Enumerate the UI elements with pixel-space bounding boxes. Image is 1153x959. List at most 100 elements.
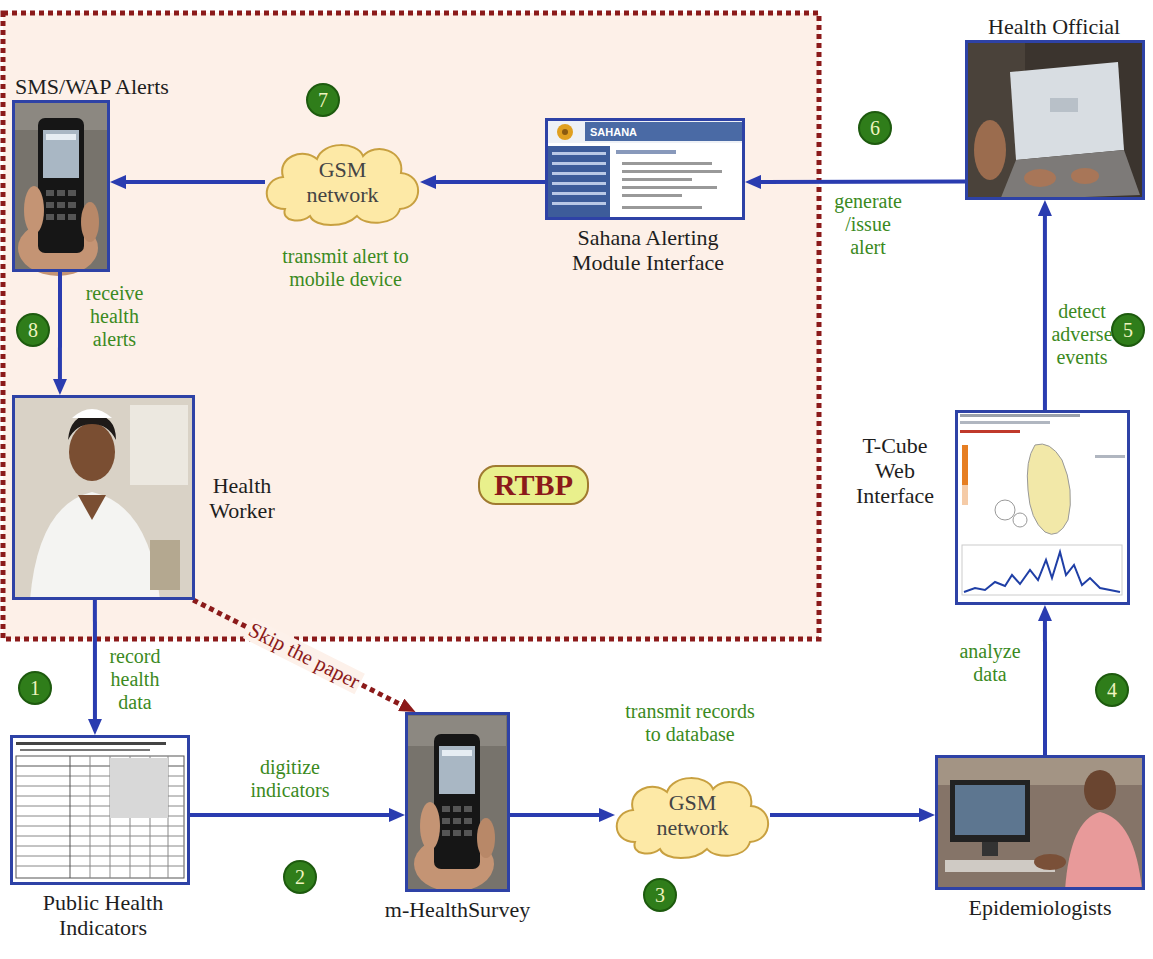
official-photo	[965, 40, 1145, 200]
picture-caption: m-HealthSurvey	[385, 897, 530, 922]
screenshot-picture	[557, 124, 573, 140]
phone-photo	[453, 818, 461, 824]
paper-form	[16, 756, 184, 878]
screenshot-picture	[552, 182, 606, 185]
phone-photo	[453, 806, 461, 812]
paper-form	[10, 735, 190, 885]
screenshot-picture	[548, 121, 742, 143]
phone-photo	[46, 202, 54, 208]
flow-arrow	[428, 180, 545, 184]
phone-photo	[420, 802, 440, 850]
picture-caption: SMS/WAP Alerts	[15, 74, 169, 99]
flow-arrow	[118, 180, 265, 184]
epidemiologist-photo	[1084, 770, 1116, 810]
step-label: transmit alert to mobile device	[258, 245, 433, 291]
callout-number: 6	[858, 111, 892, 145]
worker-photo	[12, 395, 195, 600]
paper-form	[16, 856, 184, 857]
step-label: digitize indicators	[240, 756, 340, 802]
picture-frame: Health Official	[965, 40, 1145, 200]
flow-arrow	[93, 600, 97, 727]
phone-photo	[408, 716, 506, 892]
screenshot-picture	[622, 186, 717, 189]
phone-photo	[442, 830, 450, 836]
phone-photo	[453, 830, 461, 836]
phone-photo	[46, 190, 54, 196]
phone-photo	[24, 186, 44, 234]
phone-photo	[477, 818, 495, 858]
network-name: GSM network	[293, 157, 393, 207]
worker-photo	[12, 395, 195, 600]
official-photo	[965, 40, 1145, 200]
worker-photo	[69, 423, 115, 481]
picture-caption: Sahana Alerting Module Interface	[543, 225, 753, 275]
tcube-screenshot	[960, 414, 1080, 417]
phone-photo	[57, 202, 65, 208]
phone-photo	[12, 100, 110, 276]
tcube-screenshot	[962, 485, 968, 505]
phone-photo	[442, 806, 450, 812]
callout-number: 8	[16, 313, 50, 347]
shortcut-arrow	[193, 600, 408, 708]
paper-form	[10, 735, 190, 885]
picture-frame: m-HealthSurvey	[405, 712, 510, 892]
step-label: receive health alerts	[72, 282, 157, 351]
flow-arrow	[753, 180, 965, 184]
paper-form	[16, 742, 166, 745]
screenshot-picture	[585, 122, 742, 141]
tcube-screenshot	[960, 421, 1050, 424]
screenshot-picture	[562, 129, 568, 135]
picture-caption: Epidemiologists	[969, 895, 1112, 920]
tcube-screenshot	[955, 410, 1130, 605]
paper-form	[16, 826, 184, 827]
region-ground	[3, 13, 819, 639]
callout-number: 4	[1095, 673, 1129, 707]
phone-photo	[68, 214, 76, 220]
phone-photo	[81, 202, 99, 242]
paper-form	[110, 758, 168, 818]
worker-photo	[30, 492, 160, 600]
tcube-screenshot	[1095, 455, 1125, 458]
tcube-screenshot	[960, 430, 1020, 433]
tcube-screenshot	[964, 552, 1120, 592]
tcube-screenshot	[962, 445, 968, 485]
picture-caption: Health Worker	[202, 473, 282, 523]
phone-photo	[46, 214, 54, 220]
phone-photo	[439, 746, 475, 794]
epidemiologist-photo	[935, 755, 1145, 890]
epidemiologist-photo	[1065, 812, 1142, 890]
step-label: detect adverse events	[1051, 300, 1113, 369]
picture-caption: T-Cube Web Interface	[840, 433, 950, 508]
callout-number: 3	[643, 878, 677, 912]
screenshot-picture	[545, 118, 745, 220]
flow-arrow	[1043, 613, 1047, 755]
callout-number: 1	[18, 671, 52, 705]
paper-form	[90, 756, 91, 878]
callout-number: 7	[306, 83, 340, 117]
official-photo	[1024, 169, 1056, 187]
phone-photo	[405, 712, 510, 892]
official-photo	[1000, 150, 1140, 200]
paper-form	[70, 756, 71, 878]
step-label: transmit records to database	[620, 700, 760, 746]
phone-photo	[405, 712, 510, 892]
paper-form	[16, 866, 184, 867]
network-name: GSM network	[643, 790, 743, 840]
epidemiologist-photo	[950, 780, 1030, 842]
callout-number: 2	[283, 860, 317, 894]
picture-frame: Health Worker	[12, 395, 195, 600]
picture-frame: T-Cube Web Interface	[955, 410, 1130, 605]
official-photo	[1071, 168, 1099, 184]
screenshot-picture	[552, 172, 606, 175]
screenshot-picture	[552, 162, 606, 165]
phone-photo	[46, 134, 76, 140]
phone-photo	[68, 190, 76, 196]
cloud-outline	[617, 778, 768, 858]
phone-photo	[442, 818, 450, 824]
tcube-screenshot	[995, 500, 1015, 520]
screenshot-picture	[545, 118, 745, 220]
picture-caption: Public Health Indicators	[3, 890, 203, 940]
screenshot-picture	[622, 170, 722, 173]
flow-arrow	[58, 272, 62, 387]
